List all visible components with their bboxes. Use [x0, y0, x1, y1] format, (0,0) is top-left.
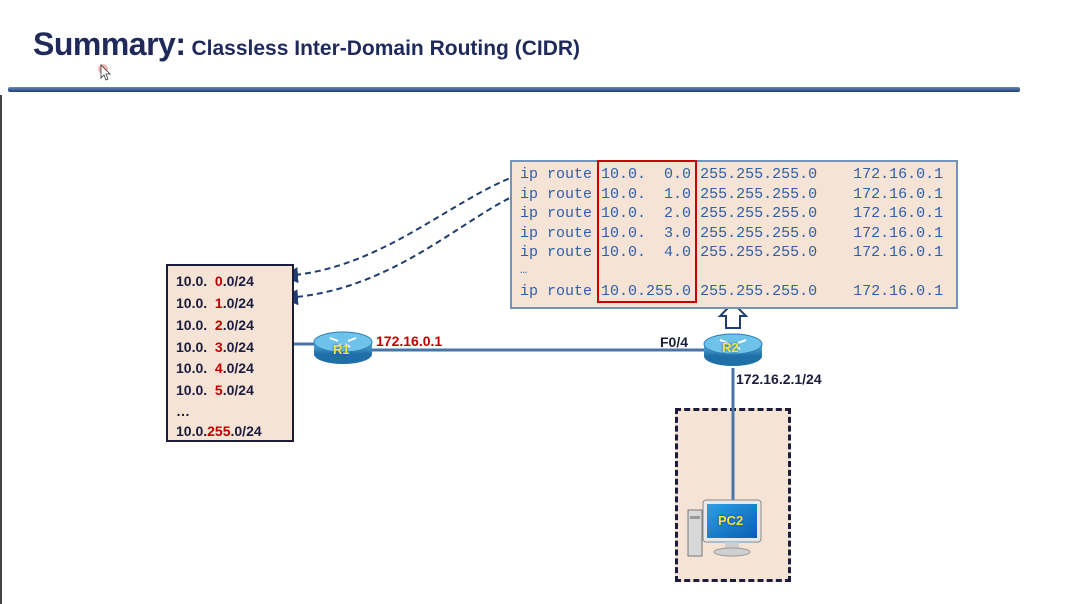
prefix-network: 10.0.	[176, 339, 215, 355]
route-net: 10.0. 4.0	[601, 244, 692, 261]
prefix-suffix: .0/24	[222, 382, 254, 398]
prefix-row: 10.0. 3.0/24	[176, 339, 254, 355]
pc2-label: PC2	[718, 513, 744, 528]
route-net: 10.0. 0.0	[601, 166, 692, 183]
route-next-hop: 172.16.0.1	[853, 186, 944, 203]
prefix-suffix: .0/24	[222, 360, 254, 376]
route-0-arrow	[282, 174, 519, 284]
prefix-row: 10.0. 1.0/24	[176, 295, 254, 311]
prefix-network: 10.0.	[176, 382, 215, 398]
route-cmd: ip route	[520, 205, 593, 222]
prefix-row: 10.0. 2.0/24	[176, 317, 254, 333]
route-mask: 255.255.255.0	[700, 225, 818, 242]
prefix-octet: 3	[214, 339, 223, 355]
prefix-ellipsis: …	[176, 403, 190, 419]
prefix-network: …	[176, 403, 190, 419]
slide-left-edge	[0, 95, 2, 604]
title-main-text: Summary:	[33, 26, 186, 62]
route-mask: 255.255.255.0	[700, 166, 818, 183]
route-mask: 255.255.255.0	[700, 205, 818, 222]
prefix-suffix: .0/24	[230, 423, 262, 439]
mouse-cursor-icon	[98, 64, 111, 81]
route-row: ip route 10.0. 4.0 255.255.255.0 172.16.…	[520, 244, 943, 261]
prefix-network: 10.0.	[176, 295, 215, 311]
title-divider	[8, 87, 1020, 92]
route-net: 10.0. 3.0	[601, 225, 692, 242]
prefix-network: 10.0.	[176, 360, 215, 376]
r1-prefix-list: 10.0. 0.0/24 10.0. 1.0/24 10.0. 2.0/24 1…	[166, 264, 294, 442]
route-next-hop: 172.16.0.1	[853, 225, 944, 242]
route-row: ip route 10.0. 2.0 255.255.255.0 172.16.…	[520, 205, 943, 222]
route-1-arrow	[282, 193, 519, 306]
prefix-network: 10.0.	[176, 317, 215, 333]
route-cmd: ip route	[520, 283, 593, 300]
route-row: ip route 10.0. 1.0 255.255.255.0 172.16.…	[520, 186, 943, 203]
route-cmd: ip route	[520, 225, 593, 242]
route-next-hop: 172.16.0.1	[853, 283, 944, 300]
route-row: ip route 10.0. 0.0 255.255.255.0 172.16.…	[520, 166, 943, 183]
route-mask: 255.255.255.0	[700, 283, 818, 300]
route-ellipsis: …	[520, 263, 527, 277]
page-title: Summary:Classless Inter-Domain Routing (…	[33, 26, 580, 63]
r2-static-routes: ip route 10.0. 0.0 255.255.255.0 172.16.…	[510, 160, 958, 309]
network-column-highlight	[597, 160, 697, 303]
route-cmd: ip route	[520, 186, 593, 203]
prefix-suffix: .0/24	[222, 339, 254, 355]
prefix-network: 10.0.	[176, 423, 208, 439]
pc2-icon	[687, 499, 762, 557]
prefix-octet: 0	[214, 273, 223, 289]
router-r1-icon	[313, 331, 373, 364]
prefix-octet: 5	[214, 382, 223, 398]
prefix-row: 10.0. 5.0/24	[176, 382, 254, 398]
route-net: 10.0.255.0	[601, 283, 692, 300]
router-r2-icon	[703, 333, 763, 366]
page-subtitle: Classless Inter-Domain Routing (CIDR)	[191, 37, 581, 60]
r2-interface-label: F0/4	[660, 334, 689, 350]
route-install-arrow	[717, 301, 749, 329]
route-cmd: ip route	[520, 244, 593, 261]
r1-label: R1	[333, 342, 350, 357]
r2-label: R2	[722, 340, 739, 355]
route-mask: 255.255.255.0	[700, 244, 818, 261]
route-cmd: …	[520, 263, 528, 277]
prefix-suffix: .0/24	[222, 295, 254, 311]
route-row: ip route 10.0.255.0 255.255.255.0 172.16…	[520, 283, 943, 300]
route-cmd: ip route	[520, 166, 593, 183]
route-next-hop: 172.16.0.1	[853, 205, 944, 222]
route-mask: 255.255.255.0	[700, 186, 818, 203]
prefix-octet: 255	[207, 423, 231, 439]
prefix-suffix: .0/24	[222, 317, 254, 333]
prefix-network: 10.0.	[176, 273, 215, 289]
route-net: 10.0. 1.0	[601, 186, 692, 203]
prefix-row: 10.0. 0.0/24	[176, 273, 254, 289]
r1-ip-label: 172.16.0.1	[376, 333, 443, 349]
route-net: 10.0. 2.0	[601, 205, 692, 222]
route-next-hop: 172.16.0.1	[853, 166, 944, 183]
prefix-octet: 1	[214, 295, 223, 311]
prefix-octet: 2	[214, 317, 223, 333]
route-row: ip route 10.0. 3.0 255.255.255.0 172.16.…	[520, 225, 943, 242]
prefix-row: 10.0.255.0/24	[176, 423, 262, 439]
prefix-suffix: .0/24	[222, 273, 254, 289]
prefix-octet: 4	[214, 360, 223, 376]
r2-lan-ip-label: 172.16.2.1/24	[736, 371, 822, 387]
route-next-hop: 172.16.0.1	[853, 244, 944, 261]
prefix-row: 10.0. 4.0/24	[176, 360, 254, 376]
